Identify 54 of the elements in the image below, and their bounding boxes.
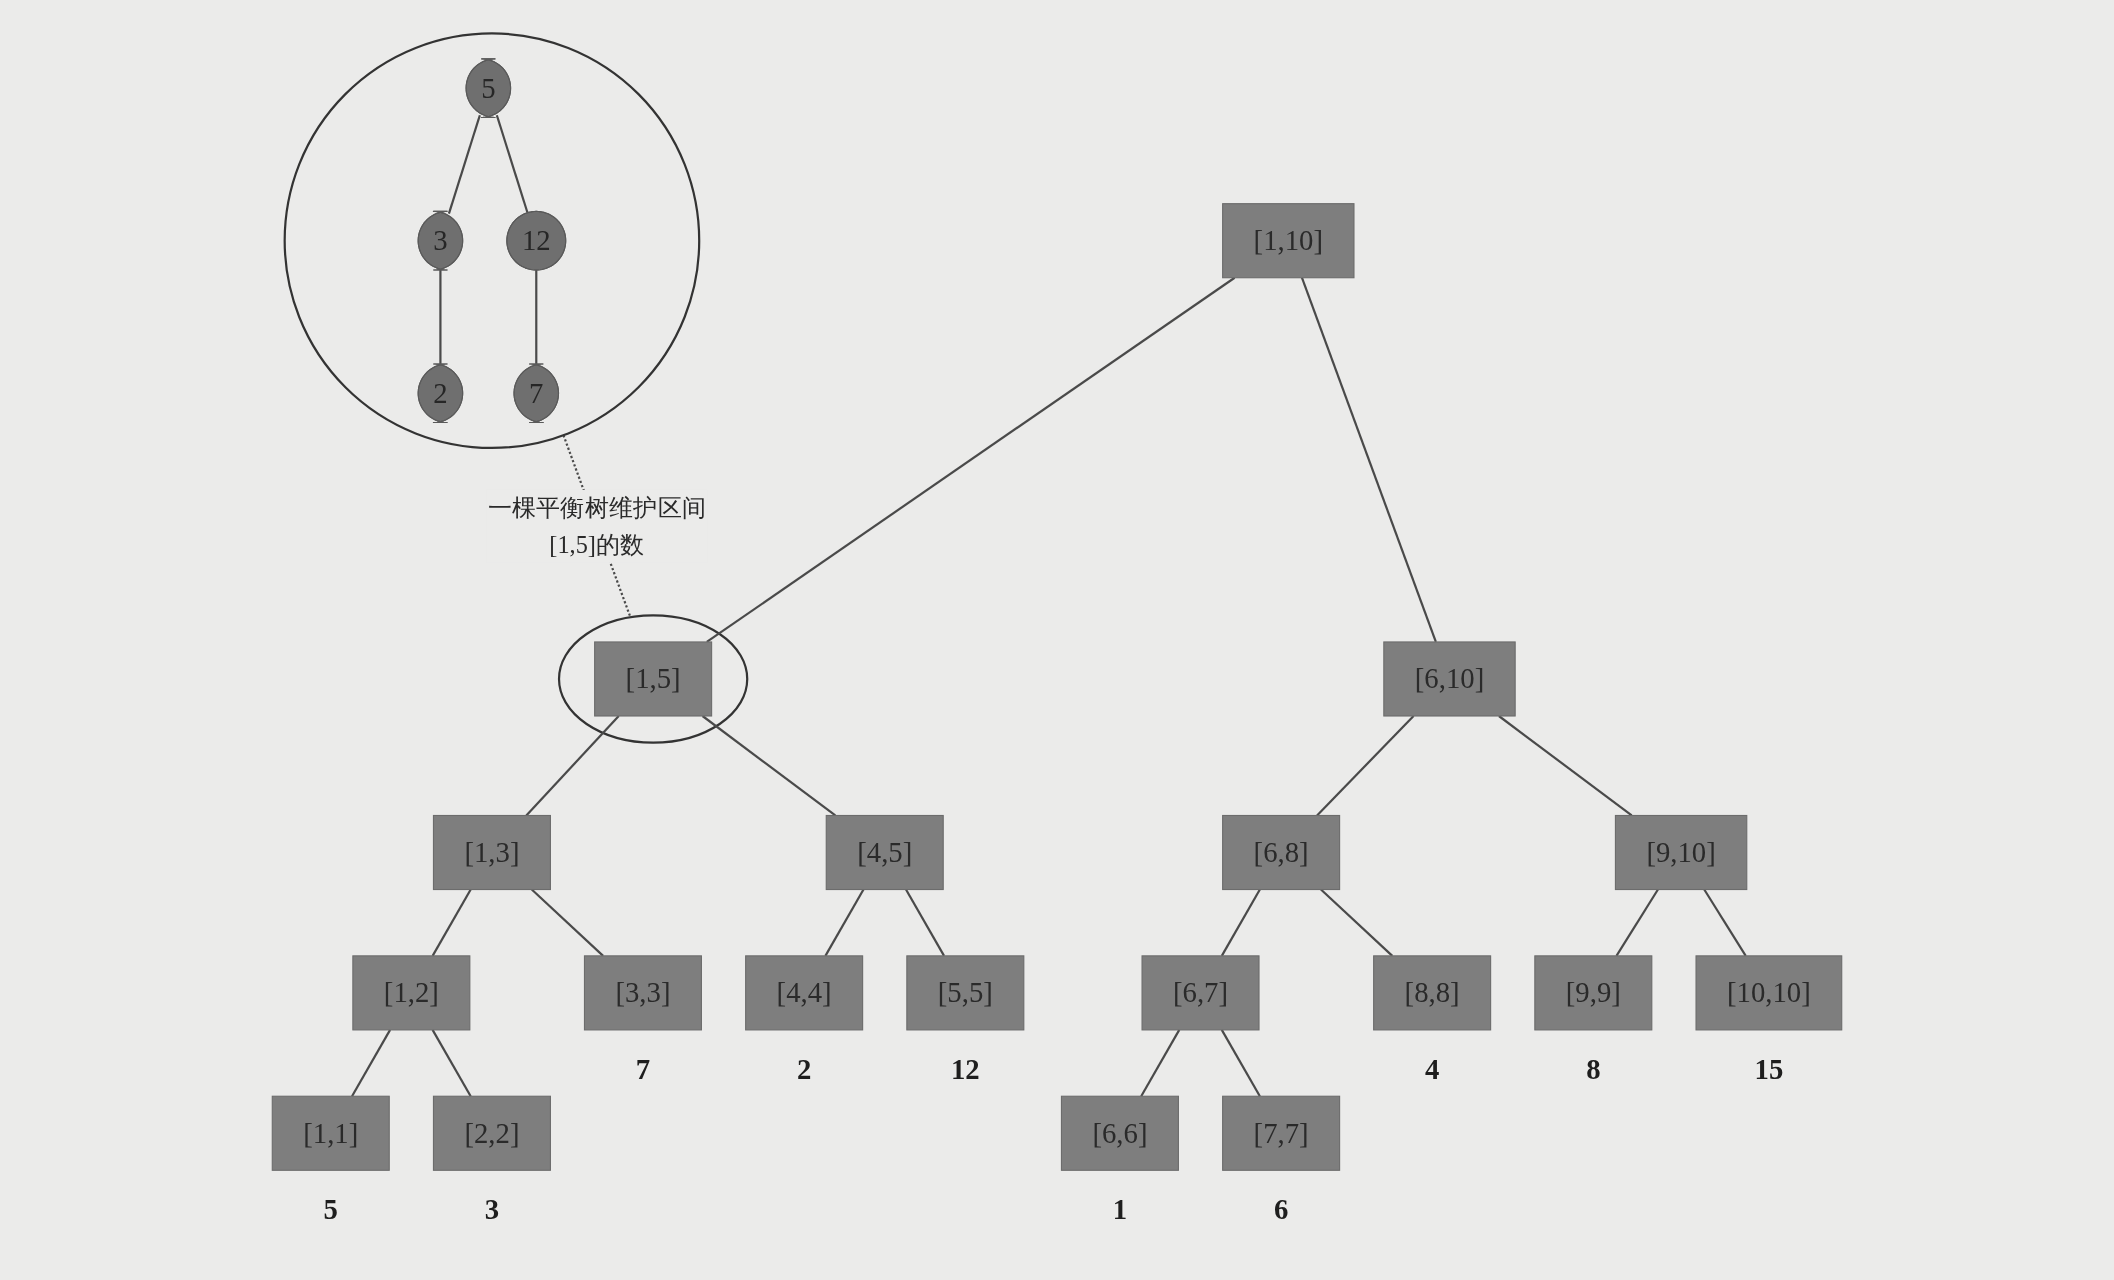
node-label: 8 [1586,1053,1601,1086]
connector [531,888,604,957]
node-box: [2,2] [432,1095,551,1171]
connector [905,889,946,957]
node-box: [4,4] [745,955,864,1031]
connector [447,114,481,214]
connector [495,114,529,214]
node-box: [1,3] [432,814,551,891]
node-box: [1,5] [594,641,713,717]
node-box: [10,10] [1695,955,1843,1031]
node-label: 7 [635,1053,651,1086]
node-box: [6,7] [1141,955,1260,1031]
connector [701,715,836,817]
node-label: 12 [950,1053,980,1086]
connector [439,270,442,364]
connector [1140,1029,1181,1097]
node-label: 1 [1112,1193,1128,1226]
node-box: [4,5] [825,814,944,891]
node-label: 15 [1754,1053,1784,1086]
edge-label: 一棵平衡树维护区间[1,5]的数 [487,494,707,559]
connector [431,889,472,957]
node-box: [5,5] [906,955,1025,1031]
cluster [557,614,749,744]
connector [1220,1029,1261,1097]
connector [1703,888,1747,957]
node-box: [6,6] [1060,1095,1179,1171]
node-box: [7,7] [1222,1095,1341,1171]
connector [1320,888,1394,957]
connector [1316,715,1415,817]
connector [1300,277,1437,643]
cluster [283,32,701,450]
node-label: 6 [1273,1193,1289,1226]
connector [1220,889,1261,957]
node-box: [8,8] [1373,955,1492,1031]
node-box: [9,10] [1614,814,1748,891]
node-box: [1,1] [271,1095,390,1171]
node-label: 2 [796,1053,812,1086]
connector [824,889,865,957]
node-label: 4 [1424,1053,1440,1086]
node-box: [9,9] [1534,955,1653,1031]
node-label: 3 [484,1193,500,1226]
connector [525,715,620,817]
connector [1498,715,1633,817]
node-box: [1,10] [1222,203,1355,279]
node-box: [3,3] [583,955,702,1031]
connector [706,276,1236,643]
node-box: [6,8] [1222,814,1341,891]
node-label: 5 [323,1193,338,1226]
connector [351,1029,392,1097]
connector [1615,888,1659,957]
node-box: [1,2] [352,955,471,1031]
connector [535,270,538,364]
node-box: [6,10] [1383,641,1516,717]
connector [431,1029,472,1097]
